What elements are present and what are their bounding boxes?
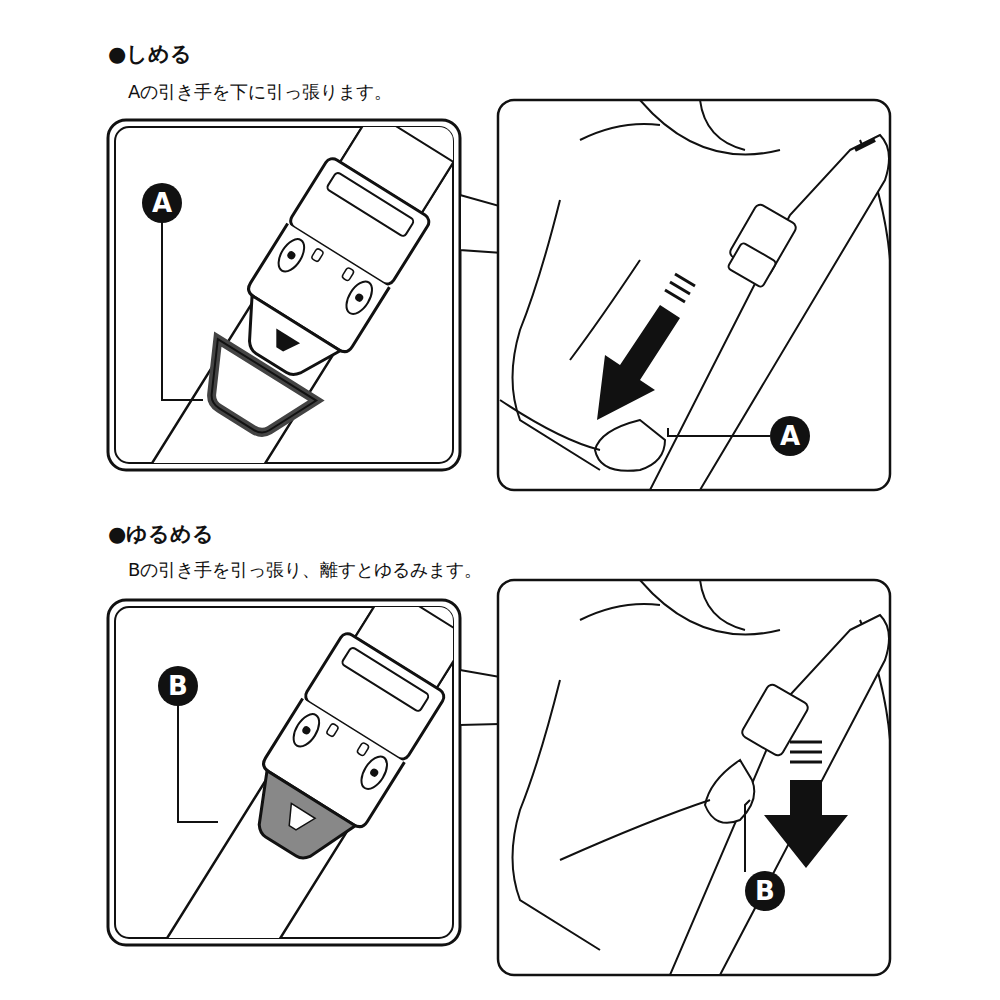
section-heading: ●ゆるめる	[108, 520, 214, 548]
instruction-text: Bの引き手を引っ張り、離すとゆるみます。	[128, 558, 482, 582]
callout-letter: B	[168, 673, 188, 699]
callout-circle: A	[142, 183, 182, 223]
callout-letter: A	[780, 423, 800, 449]
instruction-text: Aの引き手を下に引っ張ります。	[128, 80, 392, 104]
callout-circle: B	[158, 666, 198, 706]
callout-circle: B	[745, 871, 785, 911]
callout-letter: A	[152, 190, 172, 216]
callout-circle: A	[770, 416, 810, 456]
section-heading: ●しめる	[108, 40, 192, 68]
callout-letter: B	[755, 878, 775, 904]
